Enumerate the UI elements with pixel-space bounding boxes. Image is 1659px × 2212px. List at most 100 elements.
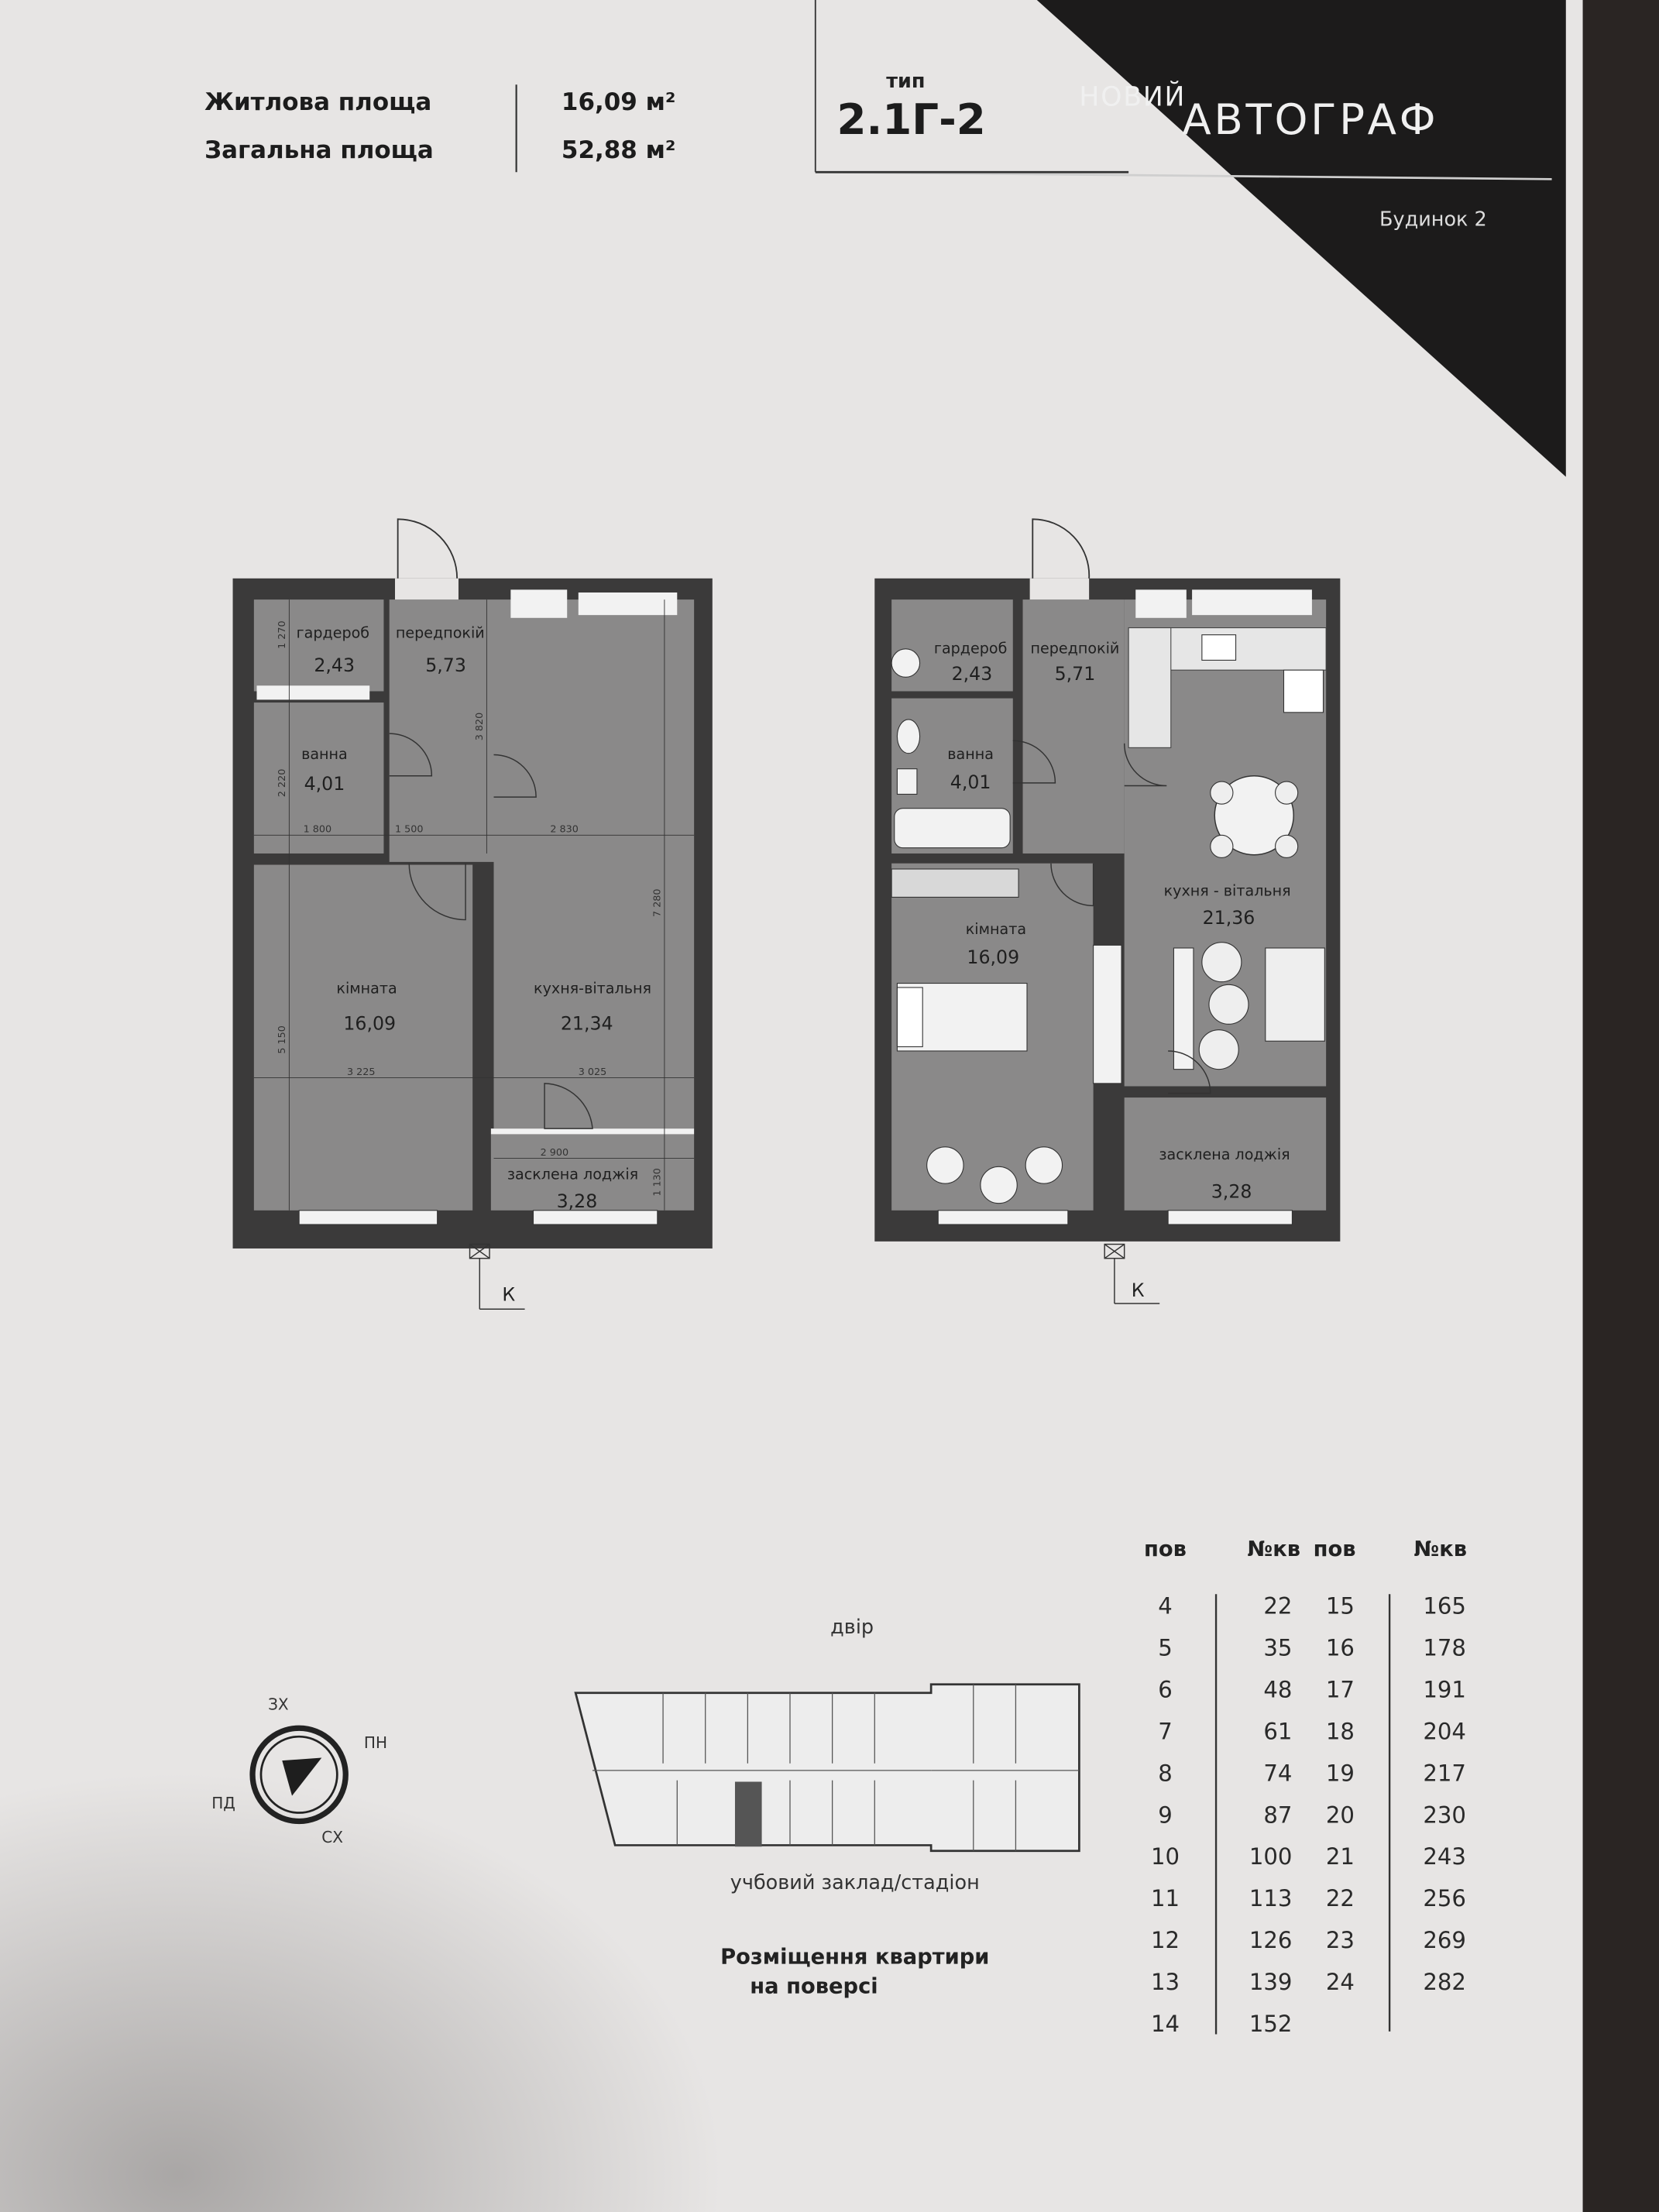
table-cell: 139 — [1249, 1969, 1293, 1995]
svg-text:2 220: 2 220 — [276, 769, 288, 798]
table-cell: 22 — [1263, 1593, 1292, 1620]
apartment-highlight — [734, 1781, 762, 1847]
svg-text:1 130: 1 130 — [651, 1168, 663, 1197]
room-area: 5,71 — [1055, 663, 1096, 685]
table-cell: 87 — [1263, 1802, 1292, 1828]
svg-text:5 150: 5 150 — [276, 1025, 288, 1054]
room-area: 3,28 — [557, 1190, 598, 1212]
table-cell: 204 — [1423, 1718, 1466, 1744]
room-name: засклена лоджія — [1159, 1146, 1290, 1163]
svg-text:№кв: №кв — [1413, 1537, 1467, 1561]
table-cell: 17 — [1326, 1677, 1355, 1703]
svg-text:двір: двір — [830, 1616, 874, 1639]
table-cell: 9 — [1158, 1802, 1173, 1828]
svg-text:Розміщення квартири: Розміщення квартири — [720, 1945, 989, 1969]
svg-text:учбовий заклад/стадіон: учбовий заклад/стадіон — [730, 1871, 980, 1894]
room-name: кухня-вітальня — [534, 979, 651, 997]
table-cell: 48 — [1263, 1677, 1292, 1703]
living-area-value: 16,09 м² — [562, 88, 676, 116]
table-cell: 4 — [1158, 1593, 1173, 1620]
table-cell: 282 — [1423, 1969, 1466, 1995]
room-name: гардероб — [934, 639, 1007, 657]
table-cell: 19 — [1326, 1760, 1355, 1786]
brand-logo: НОВИЙ АВТОГРАФ — [1079, 81, 1435, 144]
room-area: 5,73 — [425, 654, 466, 676]
key-plan: двір учбовий заклад/стадіон Розміщення к… — [574, 1616, 1080, 1999]
table-cell: 165 — [1423, 1593, 1466, 1620]
svg-text:НОВИЙ: НОВИЙ — [1079, 81, 1186, 113]
table-cell: 269 — [1423, 1927, 1466, 1953]
svg-text:СХ: СХ — [321, 1828, 343, 1846]
table-cell: 18 — [1326, 1718, 1355, 1744]
svg-text:К: К — [1132, 1279, 1145, 1301]
building-label: Будинок 2 — [1379, 208, 1487, 231]
table-cell: 61 — [1263, 1718, 1292, 1744]
brand-triangle — [1036, 0, 1566, 477]
table-cell: 217 — [1423, 1760, 1466, 1786]
compass-icon — [249, 1725, 349, 1825]
type-label: тип — [886, 70, 925, 93]
table-cell: 13 — [1151, 1969, 1180, 1995]
floor-plan-dimensions: гардероб 2,43 передпокій 5,73 ванна 4,01… — [232, 518, 713, 1310]
room-area: 16,09 — [967, 946, 1019, 968]
dimension-labels: 1 270 2 220 1 800 1 500 3 820 2 830 7 28… — [276, 620, 664, 1196]
room-name: засклена лоджія — [507, 1166, 638, 1183]
table-cell: 126 — [1249, 1927, 1293, 1953]
svg-text:1 270: 1 270 — [276, 620, 288, 649]
room-name: передпокій — [396, 623, 485, 641]
svg-text:ЗХ: ЗХ — [268, 1695, 289, 1714]
compass: ЗХ ПН ПД СХ — [211, 1695, 387, 1846]
table-cell: 256 — [1423, 1885, 1466, 1911]
table-cell: 16 — [1326, 1635, 1355, 1661]
svg-text:пов: пов — [1144, 1537, 1187, 1561]
svg-text:3 025: 3 025 — [579, 1066, 607, 1078]
table-cell: 20 — [1326, 1802, 1355, 1828]
room-area: 2,43 — [314, 654, 355, 676]
table-cell: 178 — [1423, 1635, 1466, 1661]
room-area: 16,09 — [343, 1013, 396, 1035]
table-cell: 12 — [1151, 1927, 1180, 1953]
room-area: 4,01 — [950, 771, 991, 793]
table-cell: 243 — [1423, 1843, 1466, 1870]
room-name: ванна — [301, 745, 348, 763]
table-cell: 74 — [1263, 1760, 1292, 1786]
table-cell: 191 — [1423, 1677, 1466, 1703]
svg-text:1 800: 1 800 — [304, 824, 332, 836]
room-name: кімната — [966, 920, 1026, 938]
table-cell: 7 — [1158, 1718, 1173, 1744]
svg-text:на поверсі: на поверсі — [750, 1975, 878, 1999]
table-cell: 152 — [1249, 2011, 1293, 2037]
table-cell: 24 — [1326, 1969, 1355, 1995]
table-cell: 6 — [1158, 1677, 1173, 1703]
apartment-type: 2.1Г-2 — [837, 94, 986, 144]
table-cell: 8 — [1158, 1760, 1173, 1786]
svg-text:2 900: 2 900 — [541, 1147, 569, 1159]
table-cell: 35 — [1263, 1635, 1292, 1661]
room-name: передпокій — [1031, 639, 1120, 657]
table-cell: 11 — [1151, 1885, 1180, 1911]
svg-text:ПД: ПД — [211, 1794, 235, 1812]
room-name: кімната — [336, 979, 397, 997]
table-cell: 100 — [1249, 1843, 1293, 1870]
table-cell: 15 — [1326, 1593, 1355, 1620]
area-summary: Житлова площа Загальна площа 16,09 м² 52… — [204, 84, 676, 173]
svg-text:ПН: ПН — [364, 1733, 387, 1752]
table-cell: 14 — [1151, 2011, 1180, 2037]
room-area: 2,43 — [952, 663, 993, 685]
svg-text:1 500: 1 500 — [395, 824, 424, 836]
table-cell: 21 — [1326, 1843, 1355, 1870]
room-name: кухня - вітальня — [1164, 882, 1291, 900]
total-area-value: 52,88 м² — [562, 136, 676, 164]
svg-text:3 820: 3 820 — [474, 713, 486, 741]
svg-text:7 280: 7 280 — [651, 888, 663, 917]
table-cell: 5 — [1158, 1635, 1173, 1661]
svg-text:К: К — [502, 1283, 515, 1305]
section-marker: К — [1104, 1243, 1160, 1304]
svg-text:2 830: 2 830 — [550, 824, 579, 836]
room-area: 21,34 — [561, 1013, 613, 1035]
table-cell: 113 — [1249, 1885, 1293, 1911]
room-name: гардероб — [297, 623, 369, 641]
room-name: ванна — [947, 745, 994, 763]
